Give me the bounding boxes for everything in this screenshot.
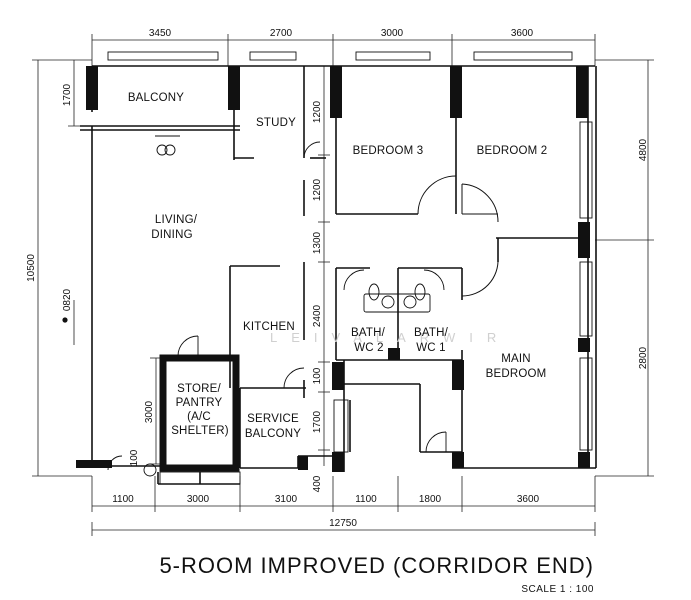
- dim-bottom-6: 3600: [517, 494, 540, 505]
- dim-left-small: 100: [129, 449, 140, 466]
- dim-kitchen: 2400: [312, 304, 323, 327]
- dim-study-a: 1200: [312, 100, 323, 123]
- label-bath-1-line1: BATH/: [414, 327, 449, 339]
- label-balcony: BALCONY: [128, 92, 184, 104]
- dim-top-4: 3600: [511, 28, 534, 39]
- label-bath-2-line2: WC 2: [354, 342, 384, 354]
- dim-left-top: 1700: [62, 83, 73, 106]
- label-living-2: DINING: [151, 229, 192, 241]
- label-store-2: PANTRY: [176, 397, 223, 409]
- dim-corridor: 1300: [312, 231, 323, 254]
- doors: [107, 141, 447, 477]
- label-kitchen: KITCHEN: [243, 321, 295, 333]
- label-store-1: STORE/: [177, 383, 221, 395]
- label-study: STUDY: [256, 117, 296, 129]
- dim-right-top: 4800: [638, 138, 649, 161]
- label-bedroom-2: BEDROOM 2: [477, 145, 548, 157]
- label-bath-2-line1: BATH/: [351, 327, 386, 339]
- dim-right-bottom: 2800: [638, 346, 649, 369]
- label-bedroom-3: BEDROOM 3: [353, 145, 424, 157]
- windows: [107, 51, 593, 485]
- dim-top-3: 3000: [381, 28, 404, 39]
- dim-top-1: 3450: [149, 28, 172, 39]
- plan-scale: SCALE 1 : 100: [521, 584, 594, 595]
- dim-bottom-1: 1100: [112, 494, 134, 505]
- dim-bottom-2: 3000: [187, 494, 210, 505]
- balcony-sliding-door: [155, 135, 180, 156]
- label-living-1: LIVING/: [155, 214, 198, 226]
- watermark: LEIVALARWIR: [270, 330, 510, 345]
- label-bath-1-line2: WC 1: [416, 342, 446, 354]
- dim-total-width: 12750: [329, 518, 357, 529]
- dimension-dot: [62, 317, 68, 323]
- dim-left-mid: 0820: [62, 288, 73, 311]
- dim-service: 1700: [312, 410, 323, 433]
- dimension-lines: [32, 34, 654, 536]
- label-main-bedroom-2: BEDROOM: [486, 368, 547, 380]
- bath-fixtures: [363, 283, 431, 313]
- label-store-3: (A/C: [187, 411, 211, 423]
- wall-columns: [76, 66, 590, 472]
- dim-study-b: 1200: [312, 178, 323, 201]
- plan-title: 5-ROOM IMPROVED (CORRIDOR END): [159, 553, 594, 578]
- dim-left-total: 10500: [26, 254, 37, 282]
- dim-bottom-3: 3100: [275, 494, 298, 505]
- dim-top-2: 2700: [270, 28, 293, 39]
- walls: [80, 65, 597, 485]
- label-main-bedroom-1: MAIN: [501, 353, 531, 365]
- label-service-2: BALCONY: [245, 428, 301, 440]
- store-walls: [159, 354, 240, 472]
- dim-kitchen-small: 100: [312, 367, 323, 384]
- dim-bottom-5: 1800: [419, 494, 442, 505]
- dim-service-small: 400: [312, 475, 323, 492]
- dim-bottom-4: 1100: [355, 494, 377, 505]
- label-service-1: SERVICE: [247, 413, 299, 425]
- dim-left-store: 3000: [144, 400, 155, 423]
- label-store-4: SHELTER): [171, 425, 229, 437]
